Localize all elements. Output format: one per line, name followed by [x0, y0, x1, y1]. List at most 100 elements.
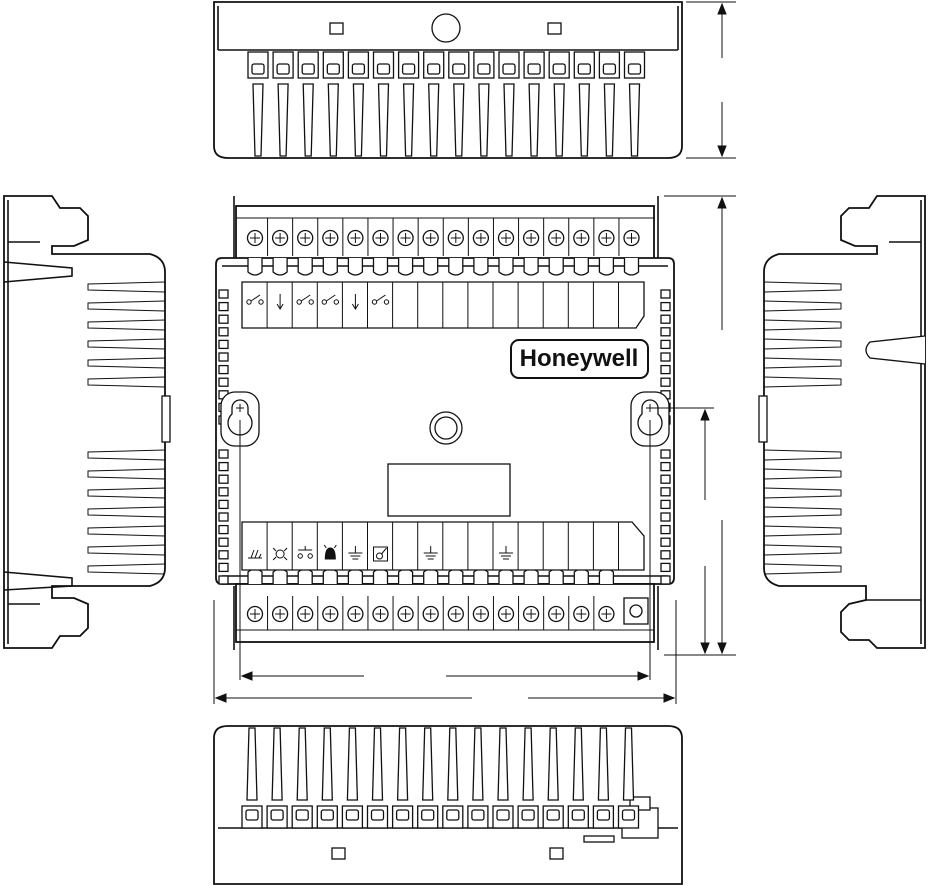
- top-view-knob: [432, 14, 460, 42]
- service-jack-hole: [630, 605, 642, 617]
- bottom-view-screw: [422, 810, 434, 820]
- bottom-view-screw: [472, 810, 484, 820]
- bottom-view-screw: [623, 810, 635, 820]
- top-terminal-clamp: [449, 258, 463, 275]
- top-view-screw: [629, 64, 641, 74]
- bottom-view-fin: [573, 728, 583, 800]
- right-side-notch: [661, 378, 670, 386]
- bottom-view-fin: [598, 728, 608, 800]
- bottom-view-screw: [572, 810, 584, 820]
- bottom-terminal-clamp: [499, 569, 513, 584]
- bottom-view-screw: [597, 810, 609, 820]
- bottom-view-screw: [296, 810, 308, 820]
- top-view-slot: [330, 23, 343, 34]
- left-side-notch: [219, 353, 228, 361]
- bottom-terminal-clamp: [599, 569, 613, 584]
- top-view-screw: [453, 64, 465, 74]
- left-side-notch: [219, 475, 228, 483]
- right-side-notch: [661, 366, 670, 374]
- bottom-view-screw: [321, 810, 333, 820]
- top-view-fin: [454, 84, 464, 156]
- top-view-fin: [630, 84, 640, 156]
- top-view-screw: [428, 64, 440, 74]
- bottom-terminal-clamp: [449, 569, 463, 584]
- bottom-view-fin: [373, 728, 383, 800]
- left-side-notch: [219, 526, 228, 534]
- bottom-terminal-clamp: [524, 569, 538, 584]
- right-side-notch: [661, 513, 670, 521]
- top-view-screw: [578, 64, 590, 74]
- left-side-notch: [219, 563, 228, 571]
- bottom-view-fin: [322, 728, 332, 800]
- top-terminal-clamp: [374, 258, 388, 275]
- top-view-screw: [252, 64, 264, 74]
- top-view-fin: [604, 84, 614, 156]
- right-side-notch: [661, 315, 670, 323]
- bottom-terminal-clamp: [298, 569, 312, 584]
- top-terminal-clamp: [599, 258, 613, 275]
- bottom-view-tab: [584, 836, 614, 842]
- top-terminal-clamp: [524, 258, 538, 275]
- left-side-notch: [219, 538, 228, 546]
- bottom-terminal-clamp: [348, 569, 362, 584]
- right-side-notch: [661, 576, 670, 584]
- bottom-view-screw: [372, 810, 384, 820]
- top-view-screw: [302, 64, 314, 74]
- bottom-terminal-clamp: [474, 569, 488, 584]
- bottom-view: [214, 726, 682, 884]
- right-side-notch: [661, 475, 670, 483]
- bottom-view-slot: [332, 848, 345, 859]
- top-terminal-clamp: [348, 258, 362, 275]
- top-terminal-clamp: [474, 258, 488, 275]
- top-view-fin: [579, 84, 589, 156]
- top-view-screw: [478, 64, 490, 74]
- left-side-notch: [219, 290, 228, 298]
- top-terminal-clamp: [574, 258, 588, 275]
- left-side-notch: [219, 551, 228, 559]
- top-view-screw: [528, 64, 540, 74]
- top-terminal-clamp: [499, 258, 513, 275]
- logo-text: Honeywell: [520, 345, 639, 372]
- top-view-fin: [554, 84, 564, 156]
- right-side-notch: [661, 340, 670, 348]
- top-view-screw: [378, 64, 390, 74]
- left-side-notch: [219, 378, 228, 386]
- bottom-view-fin: [347, 728, 357, 800]
- left-side-notch: [219, 513, 228, 521]
- top-view-screw: [603, 64, 615, 74]
- bottom-view-fin: [624, 728, 634, 800]
- bottom-view-fin: [398, 728, 408, 800]
- top-terminal-clamp: [399, 258, 413, 275]
- right-side-notch: [661, 328, 670, 336]
- center-button: [435, 417, 457, 439]
- right-side-notch: [661, 488, 670, 496]
- bottom-view-screw: [397, 810, 409, 820]
- bottom-view-screw: [522, 810, 534, 820]
- bottom-view-fin: [448, 728, 458, 800]
- bottom-terminal-clamp: [323, 569, 337, 584]
- top-view-fin: [278, 84, 288, 156]
- top-view-screw: [277, 64, 289, 74]
- right-side-notch: [661, 303, 670, 311]
- top-view-fin: [379, 84, 389, 156]
- top-view: [214, 2, 682, 158]
- right-side-notch: [661, 463, 670, 471]
- bottom-view-screw: [497, 810, 509, 820]
- left-side-notch: [219, 463, 228, 471]
- right-side-notch: [661, 353, 670, 361]
- top-terminal-clamp: [248, 258, 262, 275]
- left-side-notch: [219, 450, 228, 458]
- display-window: [388, 464, 510, 516]
- top-view-fin: [253, 84, 263, 156]
- right-side-view: [759, 196, 925, 648]
- bottom-view-screw: [346, 810, 358, 820]
- top-terminal-clamp: [549, 258, 563, 275]
- right-side-notch: [661, 563, 670, 571]
- bottom-view-fin: [423, 728, 433, 800]
- top-view-fin: [353, 84, 363, 156]
- bell-icon: [325, 548, 335, 559]
- top-view-screw: [503, 64, 515, 74]
- bottom-view-fin: [523, 728, 533, 800]
- left-side-notch: [219, 340, 228, 348]
